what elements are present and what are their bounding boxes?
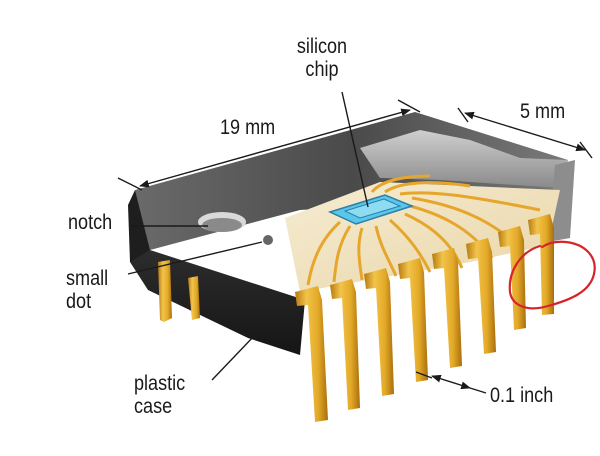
pin-7 [498, 226, 526, 330]
pin-6 [466, 238, 496, 354]
length-dimension-line [139, 108, 411, 188]
red-circle-annotation [508, 240, 596, 310]
pitch-dimension-line [431, 374, 471, 390]
label-small-dot: small dot [66, 267, 109, 313]
pin-3 [364, 268, 394, 396]
pins-front-row [295, 214, 554, 422]
label-silicon-chip: silicon chip [296, 35, 348, 81]
label-pin-pitch: 0.1 inch [490, 384, 554, 407]
dimension-lines [117, 99, 593, 394]
width-dimension-line [464, 111, 586, 152]
case-right-end [548, 160, 575, 242]
pin-1 [295, 286, 328, 422]
pins-back-row [158, 260, 200, 322]
pin-4 [398, 258, 428, 382]
bond-wires [306, 174, 541, 286]
small-dot-pointer [127, 241, 263, 275]
plastic-case-pointer [211, 333, 257, 381]
notch [198, 212, 246, 232]
pin-5 [432, 248, 462, 368]
case-front-face [130, 190, 305, 355]
pin-8 [528, 214, 554, 315]
case-cut-edge [360, 130, 568, 188]
small-dot [263, 235, 273, 245]
pin-2 [330, 279, 360, 410]
label-width: 5 mm [520, 100, 566, 123]
label-notch: notch [68, 211, 113, 234]
label-length: 19 mm [220, 116, 276, 139]
silicon-chip [327, 194, 415, 225]
label-plastic-case: plastic case [134, 372, 186, 418]
